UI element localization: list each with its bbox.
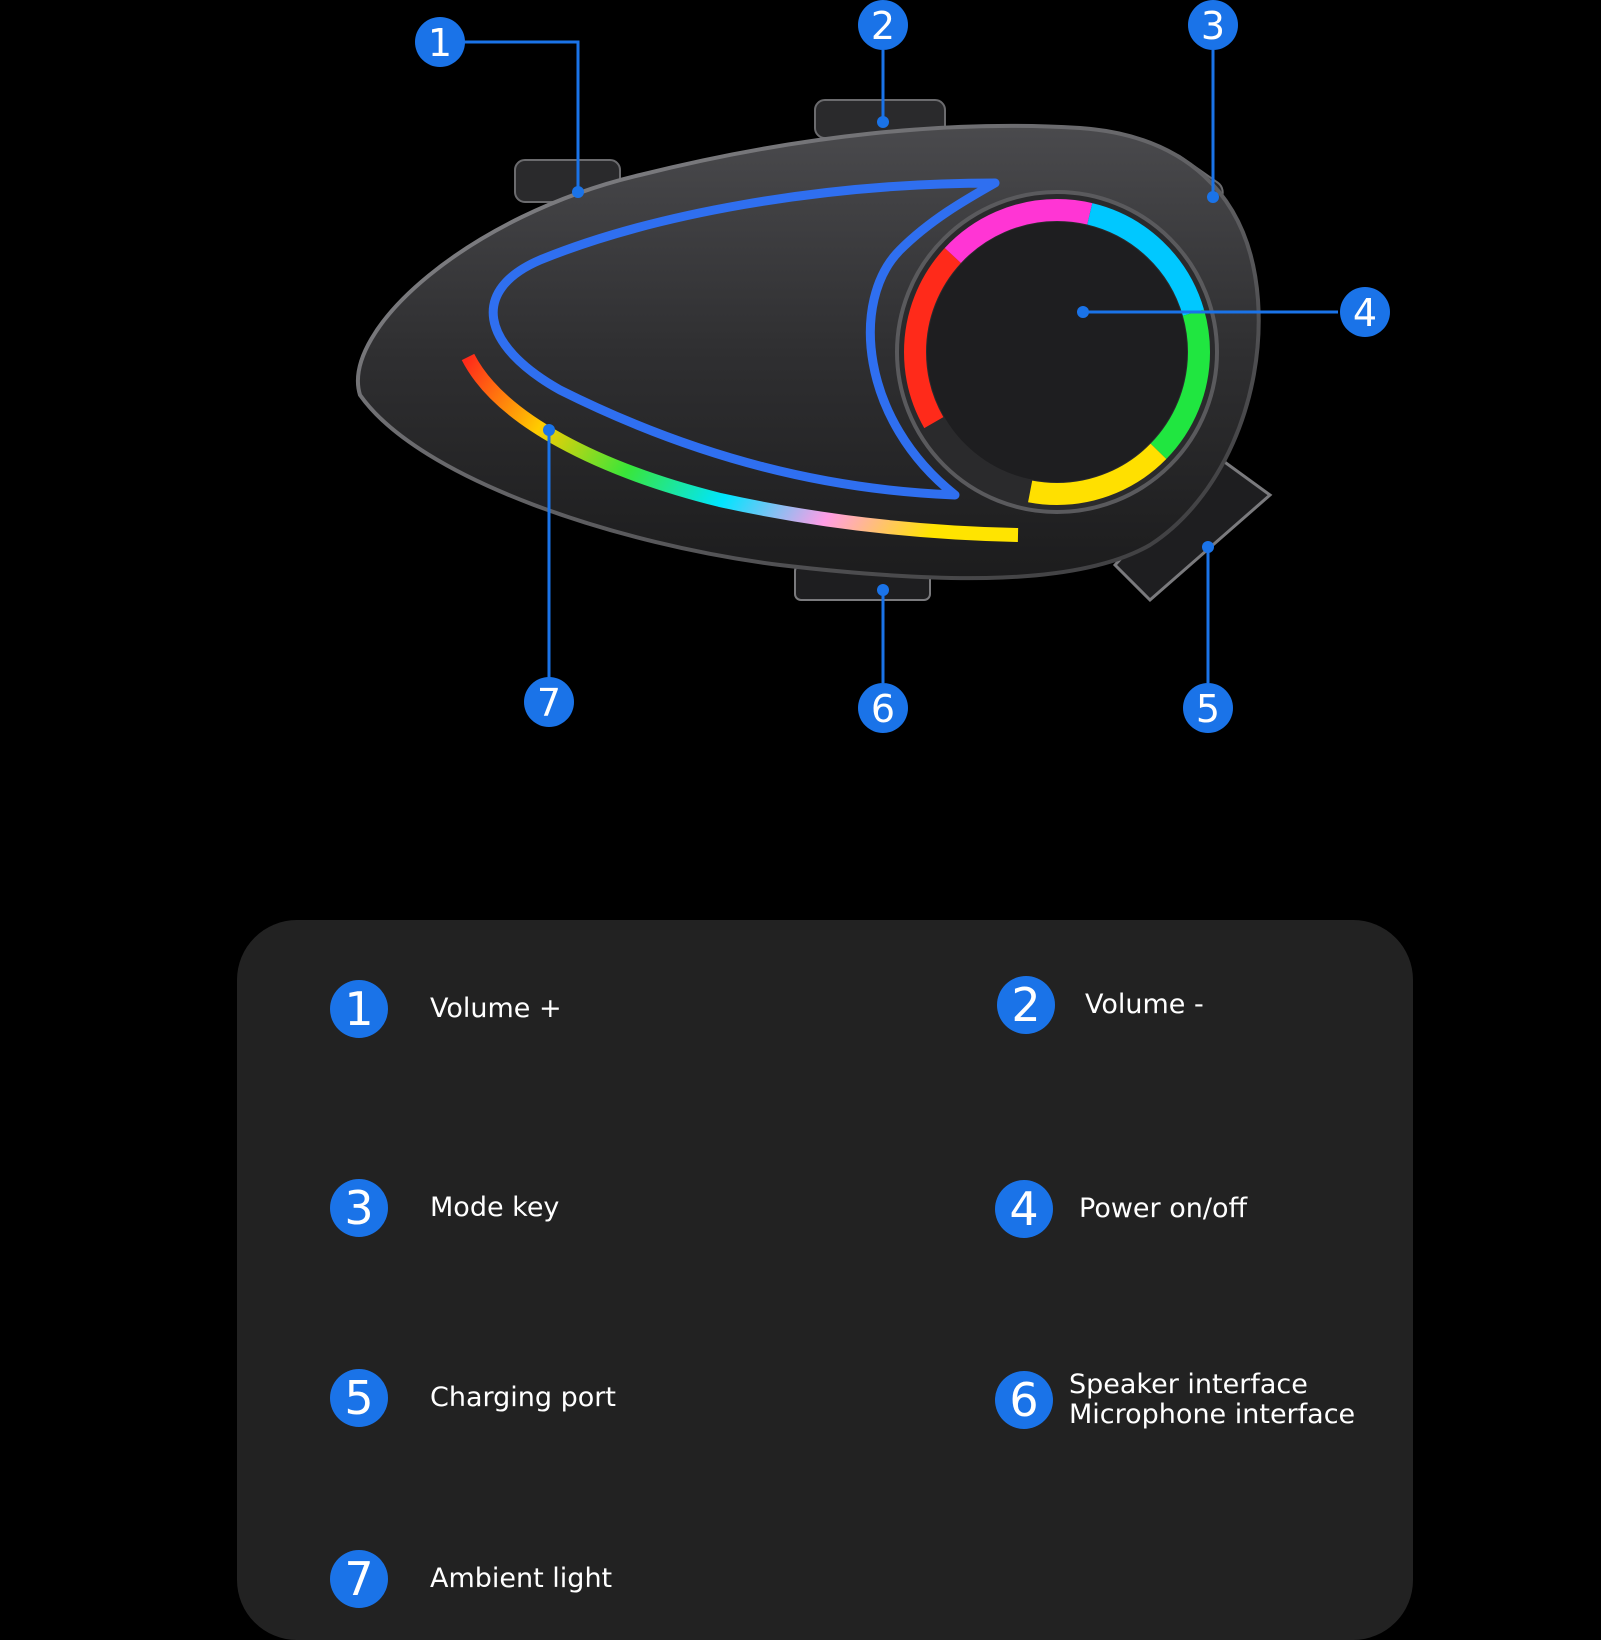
legend-badge-4: 4 — [995, 1180, 1053, 1238]
svg-text:5: 5 — [1196, 687, 1220, 731]
svg-text:2: 2 — [871, 4, 895, 48]
blue-light-ring — [488, 178, 1000, 500]
svg-text:1: 1 — [428, 21, 452, 65]
legend-item-volume-minus: 2 Volume - — [997, 976, 1204, 1034]
legend-label-ambient-light: Ambient light — [430, 1563, 613, 1594]
power-button — [895, 190, 1219, 514]
legend-badge-2: 2 — [997, 976, 1055, 1034]
legend-badge-1: 1 — [330, 980, 388, 1038]
diagram-badge-1: 1 — [415, 17, 465, 67]
diagram-badge-3: 3 — [1188, 0, 1238, 50]
legend-badge-3: 3 — [330, 1179, 388, 1237]
legend-label-power: Power on/off — [1079, 1193, 1248, 1224]
legend-badge-6: 6 — [995, 1371, 1053, 1429]
legend-item-power: 4 Power on/off — [995, 1180, 1247, 1238]
device-diagram: 1 2 3 4 5 6 7 — [356, 0, 1390, 733]
diagram-badge-4: 4 — [1340, 287, 1390, 337]
ambient-light-strip — [461, 353, 1019, 542]
legend-badge-5: 5 — [330, 1369, 388, 1427]
diagram-badge-5: 5 — [1183, 683, 1233, 733]
svg-text:4: 4 — [1353, 291, 1377, 335]
legend-item-ambient-light: 7 Ambient light — [330, 1550, 612, 1608]
legend-item-speaker-mic: 6 Speaker interface Microphone interface — [995, 1370, 1355, 1430]
legend-badge-7: 7 — [330, 1550, 388, 1608]
svg-text:6: 6 — [871, 687, 895, 731]
svg-text:7: 7 — [537, 681, 561, 725]
legend-label-charging-port: Charging port — [430, 1382, 616, 1413]
legend-label-volume-plus: Volume + — [430, 993, 562, 1024]
leader-lines — [462, 40, 1338, 683]
legend-panel: 1 Volume + 2 Volume - 3 Mode key 4 Power… — [237, 920, 1413, 1640]
svg-text:3: 3 — [1201, 4, 1225, 48]
legend-label-mode-key: Mode key — [430, 1192, 560, 1223]
legend-item-mode-key: 3 Mode key — [330, 1179, 559, 1237]
legend-item-volume-plus: 1 Volume + — [330, 980, 562, 1038]
diagram-badge-7: 7 — [524, 677, 574, 727]
diagram-badge-6: 6 — [858, 683, 908, 733]
legend-label-speaker-mic: Speaker interface Microphone interface — [1069, 1369, 1356, 1430]
diagram-badge-2: 2 — [858, 0, 908, 50]
leader-dots — [543, 116, 1219, 596]
legend-label-volume-minus: Volume - — [1085, 989, 1204, 1020]
legend-item-charging-port: 5 Charging port — [330, 1369, 616, 1427]
